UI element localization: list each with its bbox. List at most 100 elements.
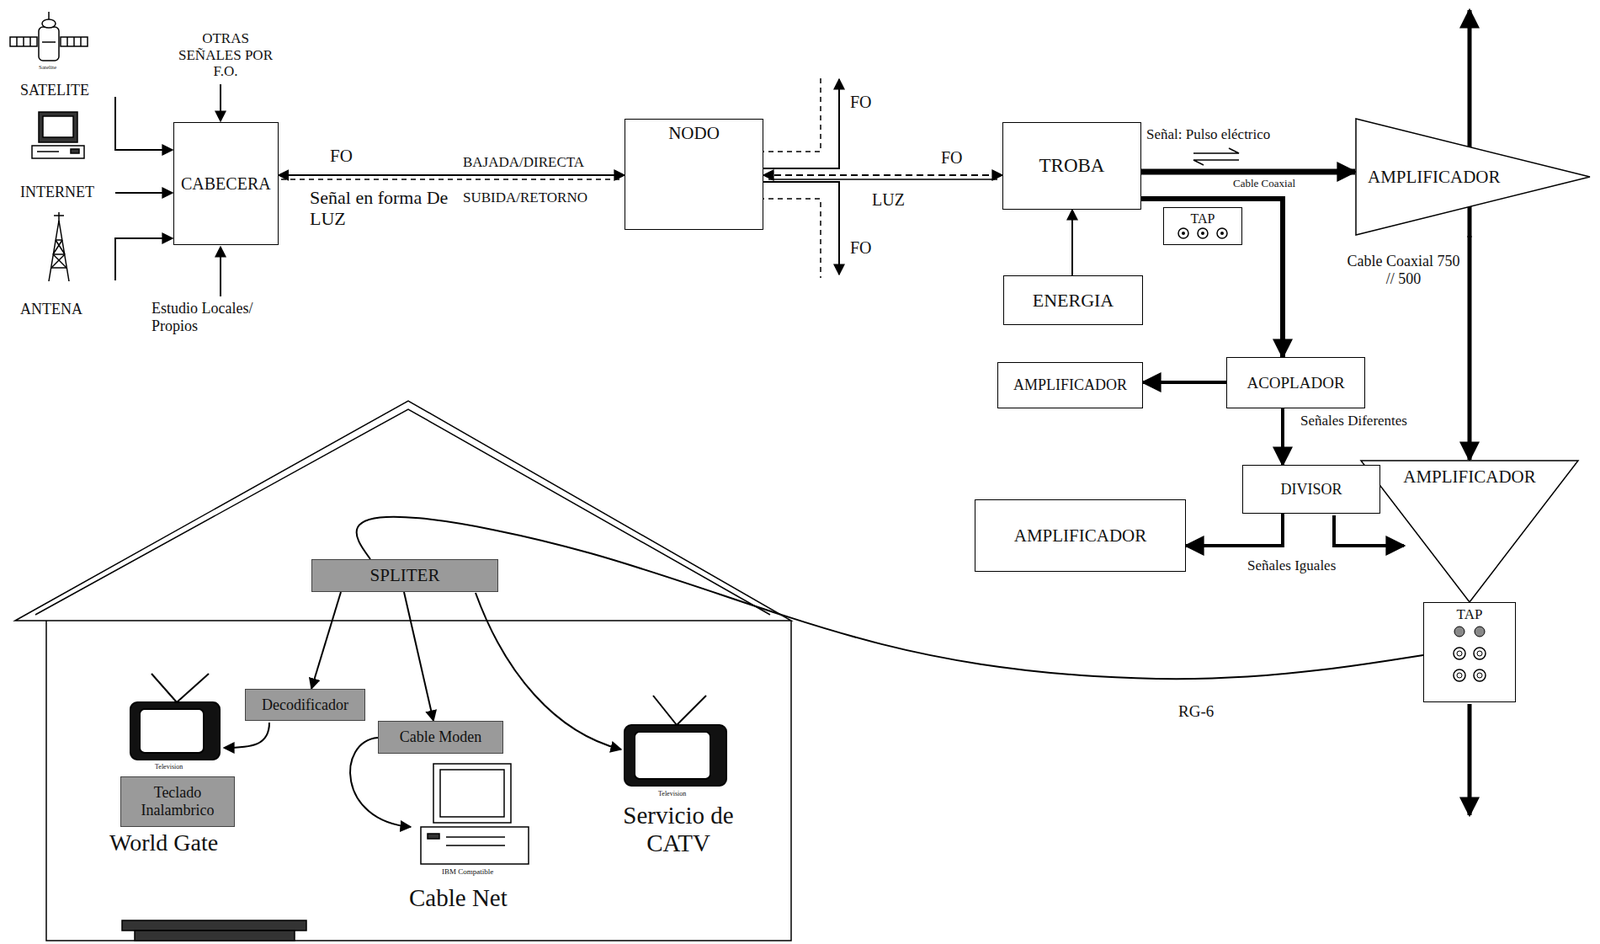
pc-icon	[446, 844, 505, 846]
tap-port	[1473, 669, 1486, 681]
connector	[1141, 198, 1283, 357]
node-fiber-bracket	[763, 79, 840, 169]
tap-port	[1454, 626, 1465, 637]
connector	[1467, 235, 1473, 460]
television-icon	[634, 731, 711, 779]
decoder-box: Decodificador	[244, 688, 366, 721]
icon-caption: Satelite	[38, 63, 57, 71]
satellite-icon	[66, 37, 69, 47]
computer-icon	[31, 111, 85, 159]
node-label: TAP	[1190, 211, 1216, 227]
cable-label: RG-6	[1178, 701, 1214, 721]
amplifier-box: AMPLIFICADOR	[997, 361, 1143, 409]
node-label: AMPLIFICADOR	[1365, 166, 1504, 187]
computer-icon	[70, 148, 80, 154]
tap-port	[1456, 650, 1462, 656]
pc-icon	[433, 763, 511, 823]
satellite-icon	[47, 11, 50, 20]
satellite-icon	[15, 37, 18, 47]
computer-icon	[38, 111, 78, 143]
satellite-icon	[42, 41, 56, 43]
antenna-icon	[53, 254, 67, 268]
tap-port	[1474, 626, 1485, 637]
signal-note: Señal en forma De LUZ	[309, 186, 466, 230]
antenna-icon	[53, 214, 64, 217]
input-arrow	[115, 191, 173, 194]
satellite-icon	[10, 37, 38, 47]
node-label: TAP	[1456, 605, 1484, 623]
satellite-icon	[42, 19, 56, 28]
input-arrow	[115, 96, 173, 150]
triangle-outline	[1360, 460, 1579, 602]
coupler-box: ACOPLADOR	[1226, 356, 1366, 409]
house-outline	[134, 930, 295, 941]
trunk-cable	[1334, 515, 1404, 546]
node-label: CABECERA	[180, 174, 272, 194]
direction-label: BAJADA/DIRECTA	[462, 154, 585, 171]
connector	[1185, 513, 1283, 546]
antenna-icon	[53, 239, 63, 255]
satellite-icon	[38, 26, 59, 61]
tap-port	[1477, 650, 1483, 656]
node-label: SPLITER	[370, 564, 441, 585]
power-box: ENERGIA	[1003, 275, 1143, 325]
television-icon	[130, 701, 220, 760]
keyboard-box: Teclado Inalambrico	[120, 776, 235, 827]
antenna-icon	[53, 253, 65, 256]
node-label: ACOPLADOR	[1246, 373, 1345, 393]
antenna-icon	[58, 220, 70, 282]
troba-box: TROBA	[1002, 122, 1142, 210]
television-icon	[139, 708, 204, 753]
node-label: Decodificador	[261, 696, 349, 714]
signal-note: Señales Diferentes	[1300, 412, 1408, 430]
service-label: Cable Net	[409, 883, 508, 912]
connector	[311, 591, 341, 689]
pc-icon	[446, 835, 505, 838]
cable-label: Cable Coaxial	[1233, 177, 1296, 191]
tap-port	[1453, 647, 1466, 660]
tap-port	[1181, 231, 1186, 235]
satellite-icon	[29, 37, 32, 47]
connector	[356, 516, 1424, 679]
house-outline	[15, 400, 792, 941]
node-label: AMPLIFICADOR	[1014, 525, 1148, 546]
tap-port	[1173, 226, 1233, 240]
node-label: Cable Moden	[399, 728, 482, 746]
television-icon	[676, 695, 707, 725]
node-fiber-bracket	[281, 178, 620, 181]
television-icon	[151, 673, 177, 702]
satellite-icon	[60, 37, 88, 47]
satellite-icon	[79, 37, 82, 47]
node-fiber-bracket	[281, 77, 998, 278]
antenna-icon	[48, 220, 59, 282]
house-outline	[122, 919, 307, 931]
television-icon	[624, 724, 727, 786]
signal-pulse-arrow	[1193, 148, 1239, 154]
pc-icon	[440, 769, 505, 817]
tap-port	[1456, 672, 1462, 678]
node-fiber-bracket	[768, 178, 998, 181]
connector	[1142, 380, 1227, 384]
antenna-icon	[51, 254, 65, 268]
tap-port	[1201, 231, 1205, 235]
connector	[403, 591, 434, 721]
amplifier-triangle: AMPLIFICADOR	[1360, 459, 1579, 603]
connector	[278, 174, 625, 176]
fiber-label: FO	[850, 92, 872, 112]
icon-caption: Television	[154, 762, 183, 771]
tap-port	[1217, 228, 1228, 239]
modem-box: Cable Moden	[377, 720, 504, 754]
node-label: AMPLIFICADOR	[1013, 376, 1127, 394]
node-label: AMPLIFICADOR	[1400, 466, 1539, 487]
satellite-icon	[10, 11, 88, 61]
home-arrow	[223, 722, 270, 748]
house-outline	[46, 620, 792, 941]
amplifier-box: AMPLIFICADOR	[974, 499, 1186, 572]
house-outline	[35, 409, 771, 615]
antenna-icon	[58, 212, 60, 221]
icon-caption: Television	[658, 789, 686, 798]
source-label: SATELITE	[20, 81, 90, 100]
pc-icon	[420, 826, 529, 864]
splitter-box: SPLITER	[311, 558, 499, 592]
input-arrow	[115, 238, 173, 281]
